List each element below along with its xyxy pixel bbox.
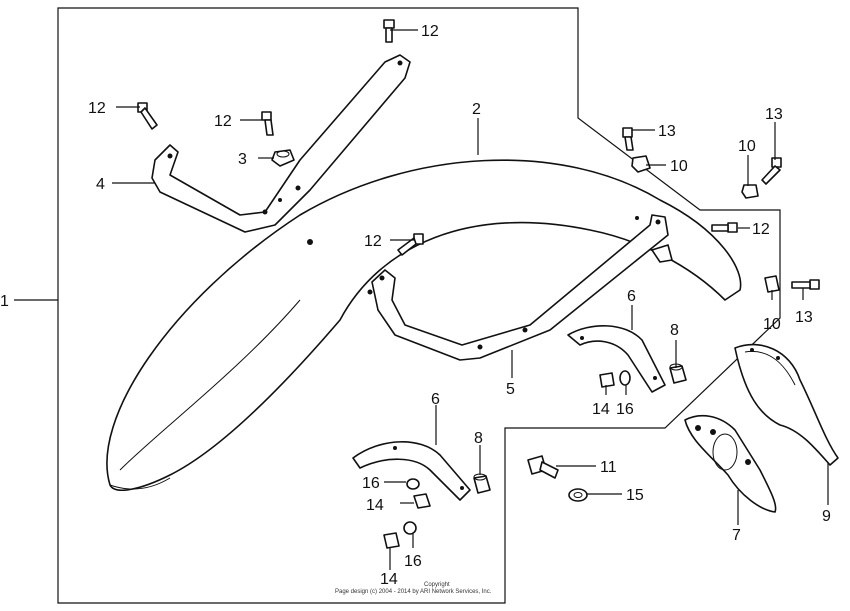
callout-8-lower: 8 bbox=[474, 430, 483, 447]
callout-12-left: 12 bbox=[88, 100, 106, 117]
washer-16-lower-a[interactable] bbox=[406, 478, 420, 490]
callout-9: 9 bbox=[822, 508, 831, 525]
collar-upper[interactable] bbox=[669, 363, 687, 384]
callout-10-upper: 10 bbox=[670, 158, 688, 175]
washer-16-upper[interactable] bbox=[619, 370, 631, 386]
bolt-13-right-top[interactable] bbox=[761, 157, 782, 185]
nut-14-lower-b[interactable] bbox=[383, 532, 400, 549]
callout-2: 2 bbox=[472, 101, 481, 118]
callout-14-lower-b: 14 bbox=[380, 571, 398, 588]
copyright-line1: Copyright bbox=[424, 582, 450, 588]
callout-12-top: 12 bbox=[421, 23, 439, 40]
bolt-13-upper[interactable] bbox=[622, 127, 634, 151]
mud-flap[interactable] bbox=[734, 343, 839, 466]
callout-14-lower-a: 14 bbox=[366, 497, 384, 514]
callout-1: 1 bbox=[0, 293, 9, 310]
nut-10-right-bottom[interactable] bbox=[764, 275, 780, 293]
front-fender[interactable] bbox=[106, 159, 742, 491]
callout-11: 11 bbox=[600, 459, 617, 476]
callout-5: 5 bbox=[506, 381, 515, 398]
fender-clamp-upper[interactable] bbox=[567, 325, 666, 393]
callout-16-lower-b: 16 bbox=[404, 553, 422, 570]
bolt-12-top[interactable] bbox=[383, 19, 395, 43]
callout-14-upper: 14 bbox=[592, 401, 610, 418]
callout-6-upper: 6 bbox=[627, 288, 636, 305]
callout-10-right-top: 10 bbox=[738, 138, 756, 155]
bolt-12-mid[interactable] bbox=[261, 111, 274, 136]
callout-15: 15 bbox=[626, 487, 644, 504]
callout-16-upper: 16 bbox=[616, 401, 634, 418]
washer-15[interactable] bbox=[568, 488, 588, 502]
callout-13-right-bottom: 13 bbox=[795, 309, 813, 326]
callout-12-right: 12 bbox=[752, 221, 770, 238]
callout-13-upper: 13 bbox=[658, 123, 676, 140]
nut-10-right-top[interactable] bbox=[741, 184, 759, 199]
fender-stay-lower[interactable] bbox=[371, 214, 669, 361]
nut-10-upper[interactable] bbox=[631, 155, 651, 173]
bolt-12-center[interactable] bbox=[397, 233, 424, 256]
mud-flap-plate[interactable] bbox=[684, 414, 777, 513]
callout-16-lower-a: 16 bbox=[362, 475, 380, 492]
bolt-11[interactable] bbox=[527, 455, 559, 479]
callout-4: 4 bbox=[96, 176, 105, 193]
callout-12-center: 12 bbox=[364, 233, 382, 250]
nut-14-lower-a[interactable] bbox=[413, 493, 431, 509]
callout-12-mid: 12 bbox=[214, 113, 232, 130]
callout-8-upper: 8 bbox=[670, 322, 679, 339]
assembly-boundary bbox=[57, 7, 781, 604]
copyright-line2: Page design (c) 2004 - 2014 by ARI Netwo… bbox=[335, 589, 492, 595]
washer-16-lower-b[interactable] bbox=[403, 521, 417, 535]
tail-bracket bbox=[651, 244, 673, 263]
bolt-13-right-bottom[interactable] bbox=[791, 279, 820, 290]
callout-10-right-bottom: 10 bbox=[763, 316, 781, 333]
callout-13-right-top: 13 bbox=[765, 106, 783, 123]
nut-14-upper[interactable] bbox=[599, 372, 615, 388]
callout-6-lower: 6 bbox=[431, 391, 440, 408]
bolt-12-right[interactable] bbox=[711, 222, 738, 233]
fender-clamp-lower[interactable] bbox=[352, 441, 471, 501]
collar-lower[interactable] bbox=[473, 473, 491, 494]
leader-lines bbox=[14, 29, 829, 570]
bolt-12-left[interactable] bbox=[137, 102, 158, 130]
callout-7: 7 bbox=[732, 527, 741, 544]
nut-3[interactable] bbox=[271, 149, 295, 167]
fender-stay-upper[interactable] bbox=[151, 54, 411, 233]
callout-3: 3 bbox=[238, 151, 247, 168]
